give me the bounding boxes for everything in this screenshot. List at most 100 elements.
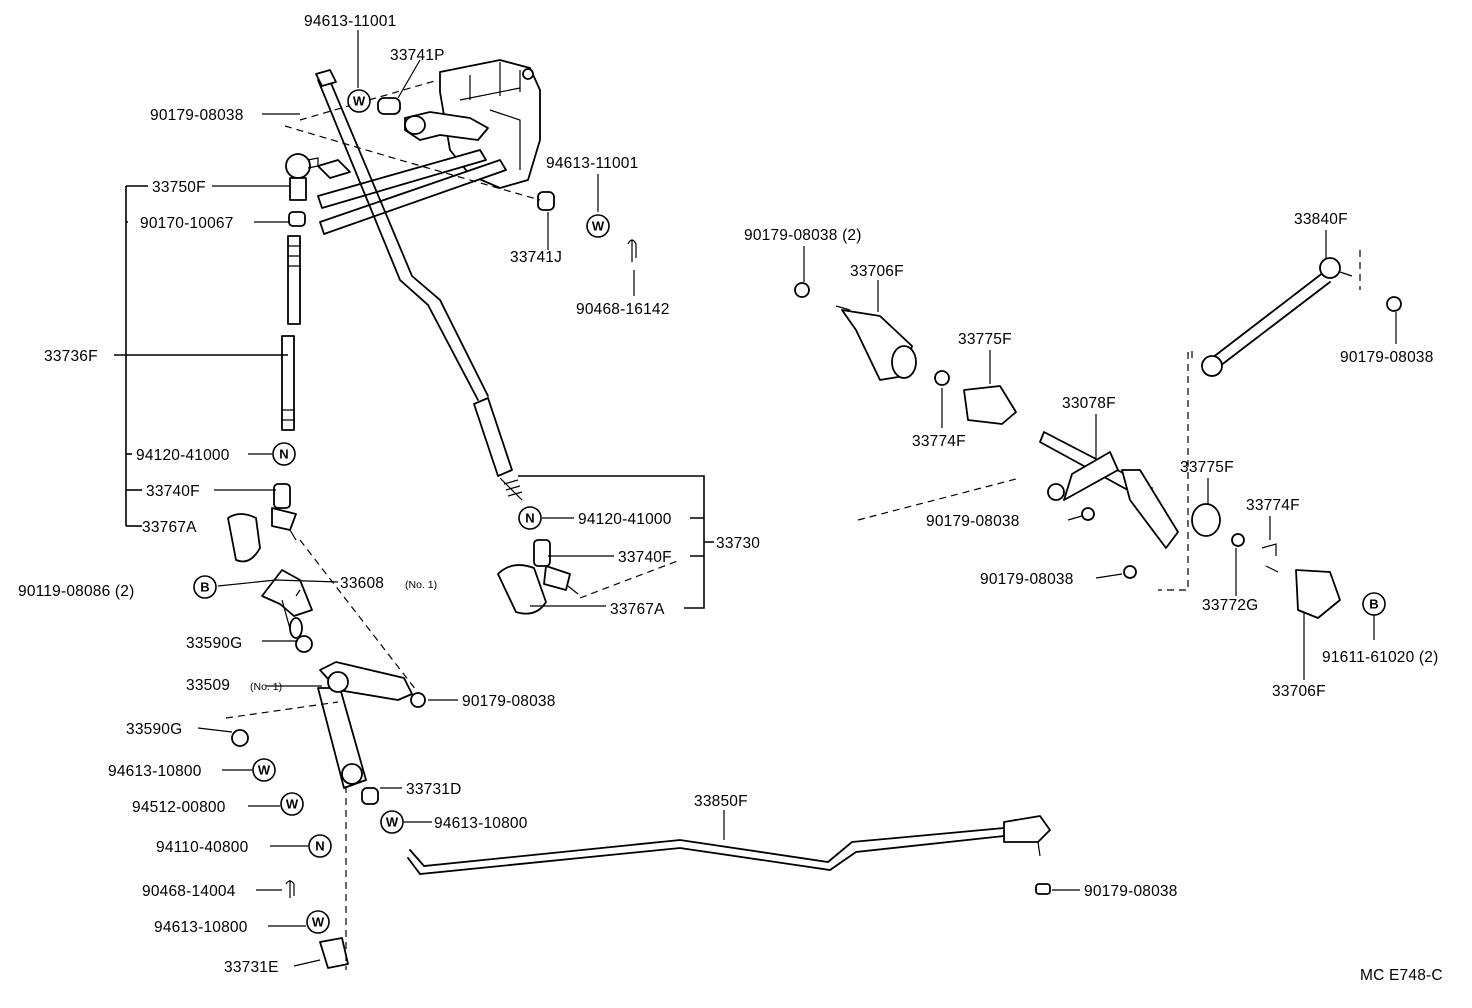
bolt-icon: B [193, 575, 217, 599]
nut-90179-08038-f [1386, 296, 1402, 312]
lever-33706f-top [835, 305, 917, 381]
svg-text:W: W [353, 94, 366, 109]
label-33509: 33509 [186, 677, 230, 694]
nut-icon: N [308, 834, 332, 858]
label-94613-11001-top: 94613-11001 [304, 13, 396, 30]
label-33706f-top: 33706F [850, 263, 904, 280]
bracket-33608 [261, 569, 313, 639]
label-33731e: 33731E [224, 959, 279, 976]
label-33730: 33730 [716, 535, 760, 552]
nut-90170-10067 [288, 211, 306, 227]
label-33509-sub: (No. 1) [250, 681, 282, 693]
svg-text:W: W [386, 815, 399, 830]
label-33767a-left: 33767A [142, 519, 197, 536]
clip-icon [627, 239, 637, 262]
label-diagram-code: MC E748-C [1360, 967, 1443, 984]
label-33840f: 33840F [1294, 211, 1348, 228]
label-90179-08038-f: 90179-08038 [1340, 349, 1434, 366]
label-94613-11001-mid: 94613-11001 [546, 155, 638, 172]
nut-90179-08038-2 [794, 282, 810, 298]
bushing-33590g-a [295, 635, 313, 653]
bushing-33774f-left [934, 370, 950, 386]
label-94512-00800: 94512-00800 [132, 799, 226, 816]
label-33608-sub: (No. 1) [405, 579, 437, 591]
bushing-33741p [377, 97, 401, 115]
clip-icon [285, 880, 295, 898]
bracket-33706f-bottom [1295, 569, 1341, 619]
svg-text:W: W [286, 797, 299, 812]
nut-90179-08038-d [1081, 507, 1095, 521]
label-33772g: 33772G [1202, 597, 1258, 614]
washer-icon: W [306, 910, 330, 934]
selector-forks [317, 149, 507, 235]
label-33774f-right: 33774F [1246, 497, 1300, 514]
label-33774f-left: 33774F [912, 433, 966, 450]
threaded-rod-33736f [281, 235, 301, 431]
bushing-33590g-b [231, 729, 249, 747]
label-90179-08038-e: 90179-08038 [980, 571, 1074, 588]
rod-33850f [407, 815, 1051, 875]
label-33078f: 33078F [1062, 395, 1116, 412]
svg-text:W: W [312, 915, 325, 930]
label-90179-08038-c: 90179-08038 [1084, 883, 1178, 900]
washer-icon: W [252, 758, 276, 782]
shaft-33078f [1039, 431, 1179, 549]
ball-joint-33750f [285, 153, 319, 201]
cap-33767a-left [227, 513, 261, 563]
clip-33772g [1231, 533, 1245, 547]
nut-90179-08038-e [1123, 565, 1137, 579]
bushing-33731e [319, 937, 349, 969]
label-33767a-right: 33767A [610, 601, 665, 618]
cap-33767a-right [497, 564, 547, 615]
label-33740f-right: 33740F [618, 549, 672, 566]
washer-icon: W [347, 89, 371, 113]
ball-joint-33740f-right [533, 539, 579, 595]
label-33775f-right: 33775F [1180, 459, 1234, 476]
label-33850f: 33850F [694, 793, 748, 810]
bushing-33775f-right [1191, 503, 1221, 537]
boot-33775f-top [963, 385, 1017, 425]
label-94110-40800: 94110-40800 [156, 839, 249, 856]
nut-icon: N [518, 506, 542, 530]
label-90179-08038-a: 90179-08038 [150, 107, 244, 124]
label-33740f-left: 33740F [146, 483, 200, 500]
label-33741p: 33741P [390, 47, 445, 64]
bushing-33741j [537, 191, 555, 211]
rod-33840f [1201, 257, 1353, 377]
label-91611-61020: 91611-61020 (2) [1322, 649, 1438, 666]
label-33608: 33608 [340, 575, 384, 592]
label-90179-08038-2: 90179-08038 (2) [744, 227, 862, 244]
label-33736f: 33736F [44, 348, 98, 365]
label-90119-08086: 90119-08086 (2) [18, 583, 134, 600]
label-33775f-top: 33775F [958, 331, 1012, 348]
nut-icon: N [272, 442, 296, 466]
nut-90179-08038-b [410, 692, 426, 708]
svg-text:W: W [592, 219, 605, 234]
ball-joint-33740f-left [271, 483, 297, 541]
label-90170-10067: 90170-10067 [140, 215, 234, 232]
label-94613-10800-b: 94613-10800 [434, 815, 528, 832]
label-90468-16142: 90468-16142 [576, 301, 670, 318]
shift-rod-main [315, 69, 523, 501]
label-90179-08038-b: 90179-08038 [462, 693, 556, 710]
bushing-33731d [361, 787, 379, 805]
leader-lines [114, 30, 1397, 967]
svg-text:N: N [525, 511, 534, 526]
svg-text:B: B [200, 580, 209, 595]
shift-arm-upper [404, 111, 489, 141]
clip-33774f-right [1261, 543, 1279, 573]
label-33750f: 33750F [152, 179, 206, 196]
bolt-icon: B [1362, 592, 1386, 616]
nut-90179-08038-c [1035, 883, 1051, 895]
washer-icon: W [380, 810, 404, 834]
label-94613-10800-c: 94613-10800 [154, 919, 248, 936]
lever-33509 [317, 661, 413, 789]
label-94120-41000-right: 94120-41000 [578, 511, 672, 528]
svg-text:N: N [315, 839, 324, 854]
label-33590g-b: 33590G [126, 721, 182, 738]
svg-text:W: W [258, 763, 271, 778]
label-33731d: 33731D [406, 781, 462, 798]
label-33590g-a: 33590G [186, 635, 242, 652]
